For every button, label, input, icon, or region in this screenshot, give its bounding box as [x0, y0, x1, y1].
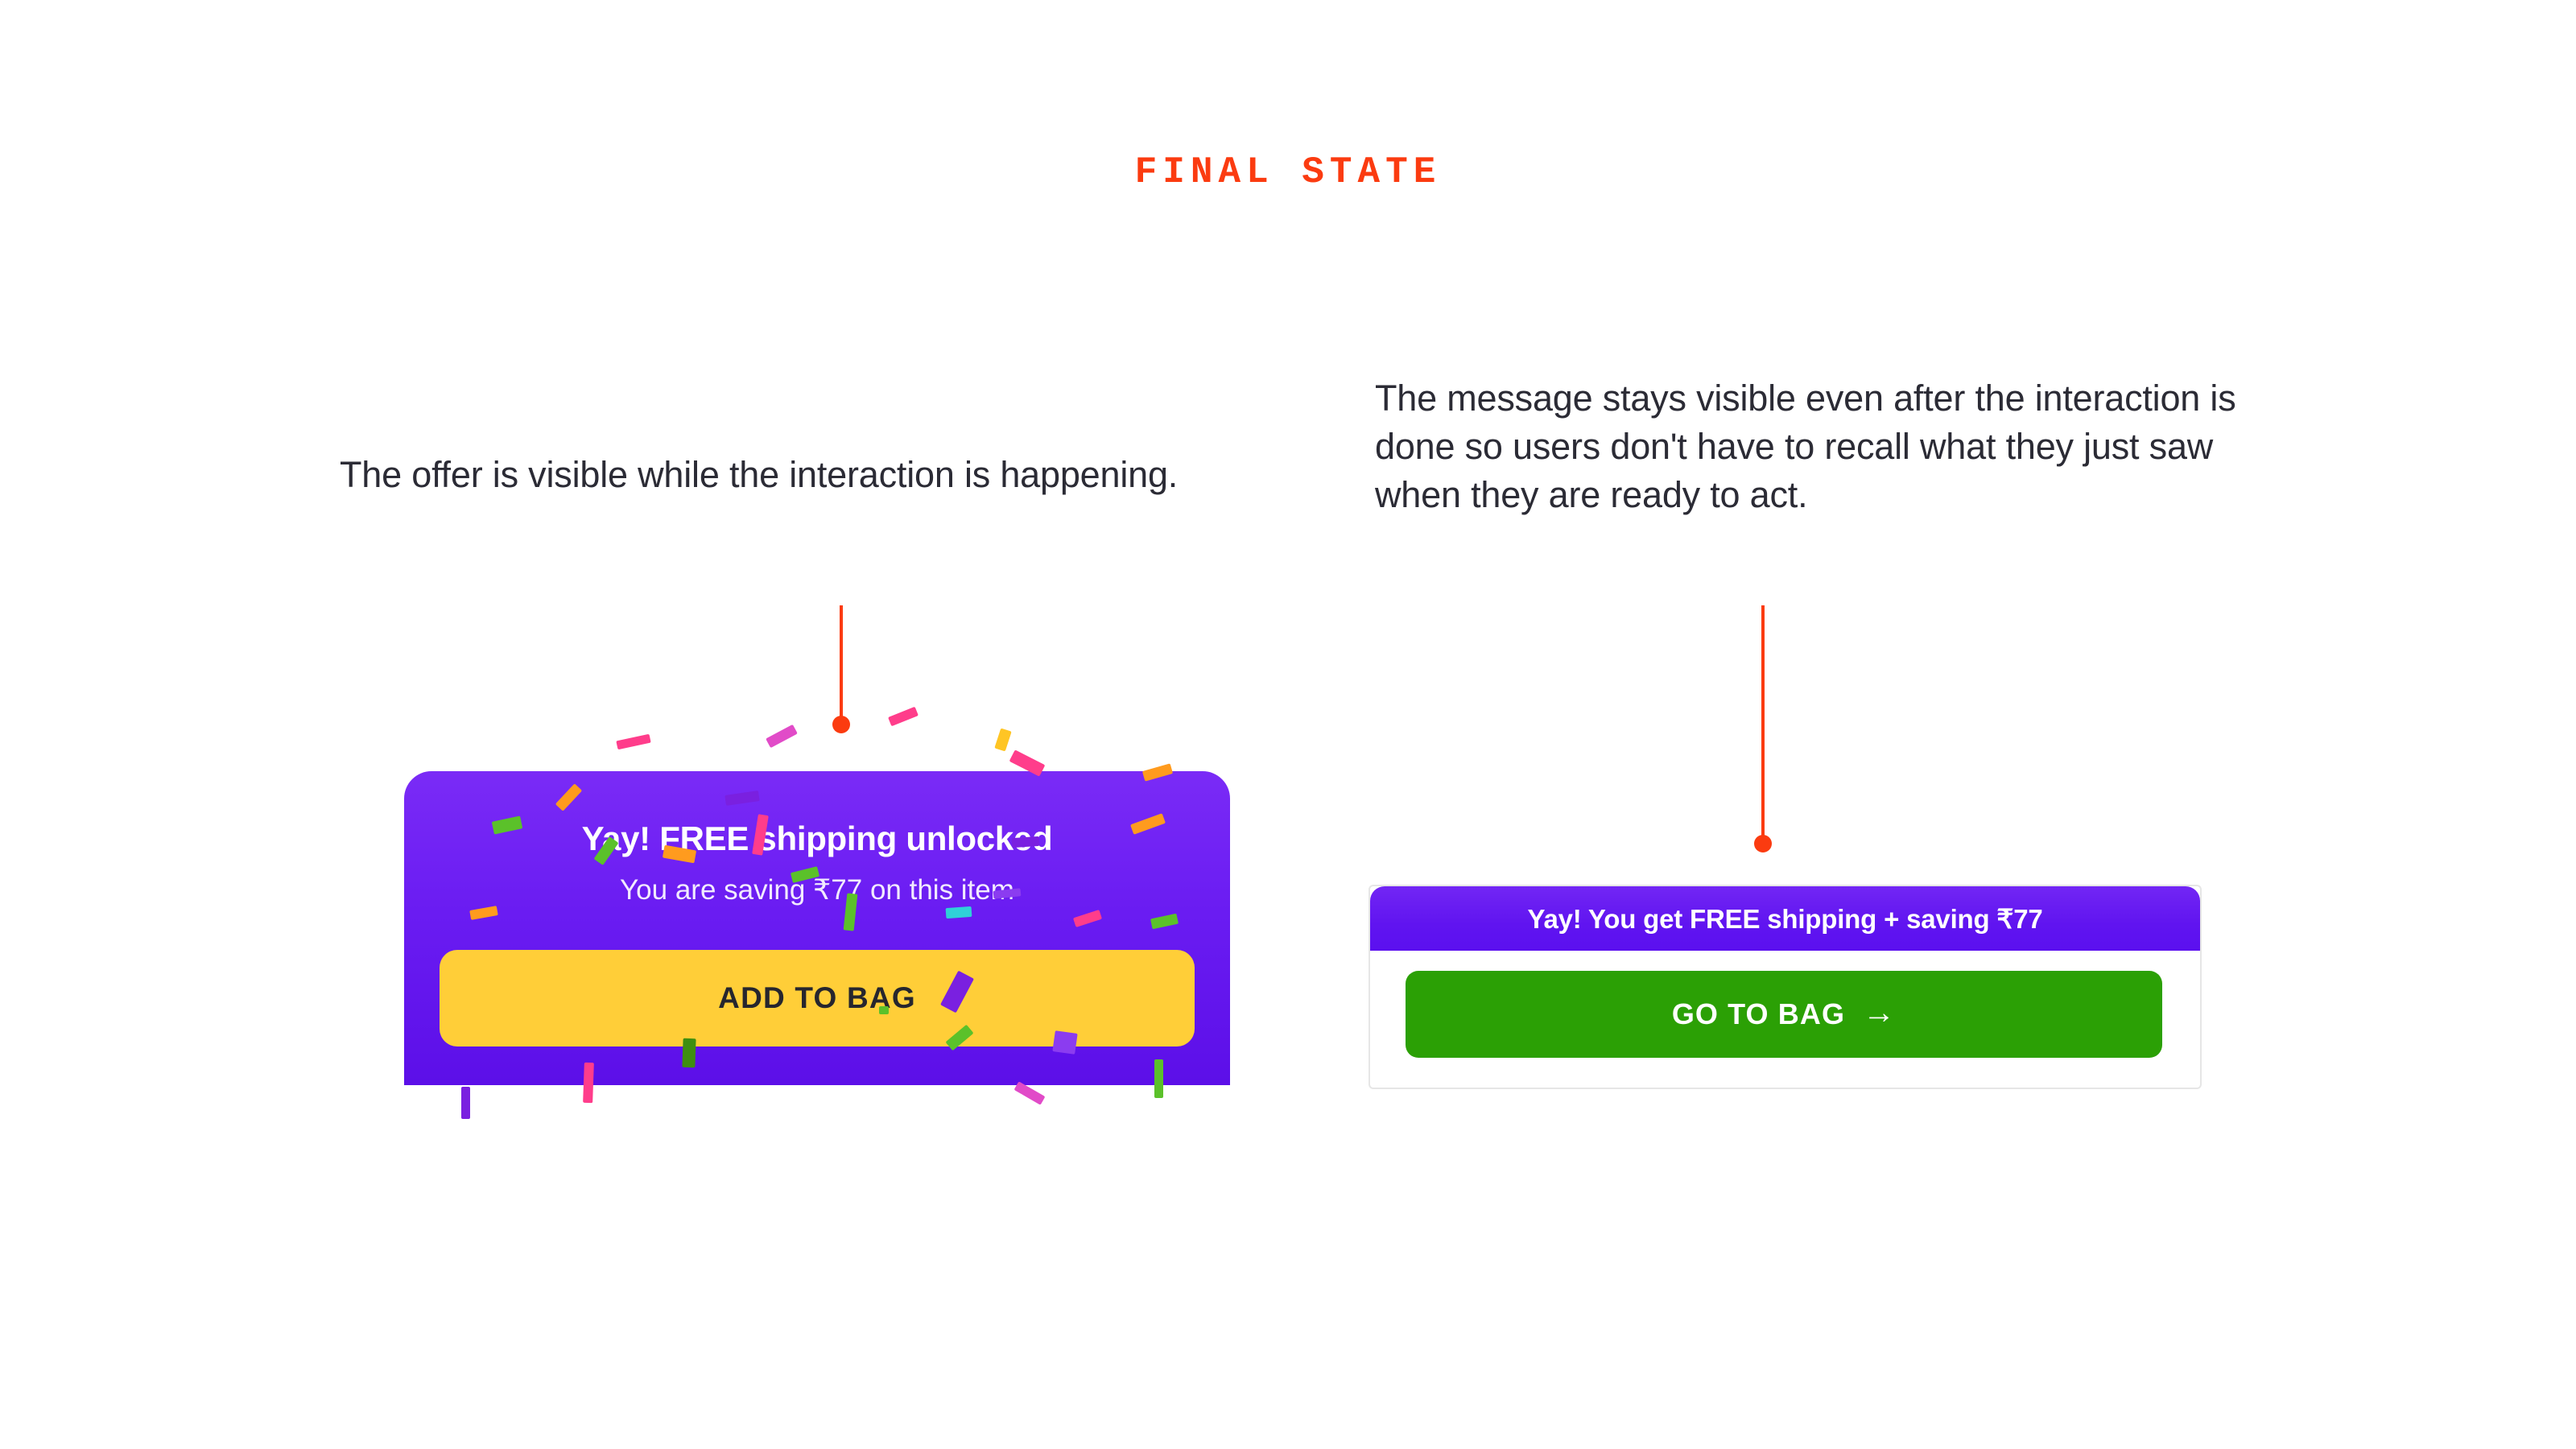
annotation-left: The offer is visible while the interacti…: [340, 454, 1179, 495]
promo-headline: Yay! FREE shipping unlocked: [581, 819, 1053, 857]
promo-subtext: You are saving ₹77 on this item: [620, 874, 1014, 906]
confetti-piece: [461, 1087, 470, 1119]
go-to-bag-button[interactable]: GO TO BAG →: [1406, 971, 2162, 1058]
annotation-right: The message stays visible even after the…: [1375, 378, 2236, 515]
leader-dot-right: [1754, 835, 1772, 852]
persistent-offer-card: Yay! You get FREE shipping + saving ₹77 …: [1368, 885, 2202, 1089]
promo-card: Yay! FREE shipping unlocked You are savi…: [404, 771, 1230, 1085]
add-to-bag-button[interactable]: ADD TO BAG: [440, 950, 1195, 1046]
confetti-piece: [766, 724, 798, 749]
leader-dot-left: [832, 716, 850, 733]
arrow-right-icon: →: [1863, 995, 1897, 1030]
leader-line-right: [1761, 605, 1765, 847]
confetti-piece: [994, 728, 1012, 752]
leader-line-left: [840, 605, 843, 726]
go-to-bag-label: GO TO BAG: [1671, 997, 1846, 1030]
confetti-piece: [616, 733, 651, 750]
persistent-banner: Yay! You get FREE shipping + saving ₹77: [1370, 886, 2200, 951]
confetti-piece: [888, 706, 919, 727]
page-title: FINAL STATE: [1134, 151, 1442, 193]
